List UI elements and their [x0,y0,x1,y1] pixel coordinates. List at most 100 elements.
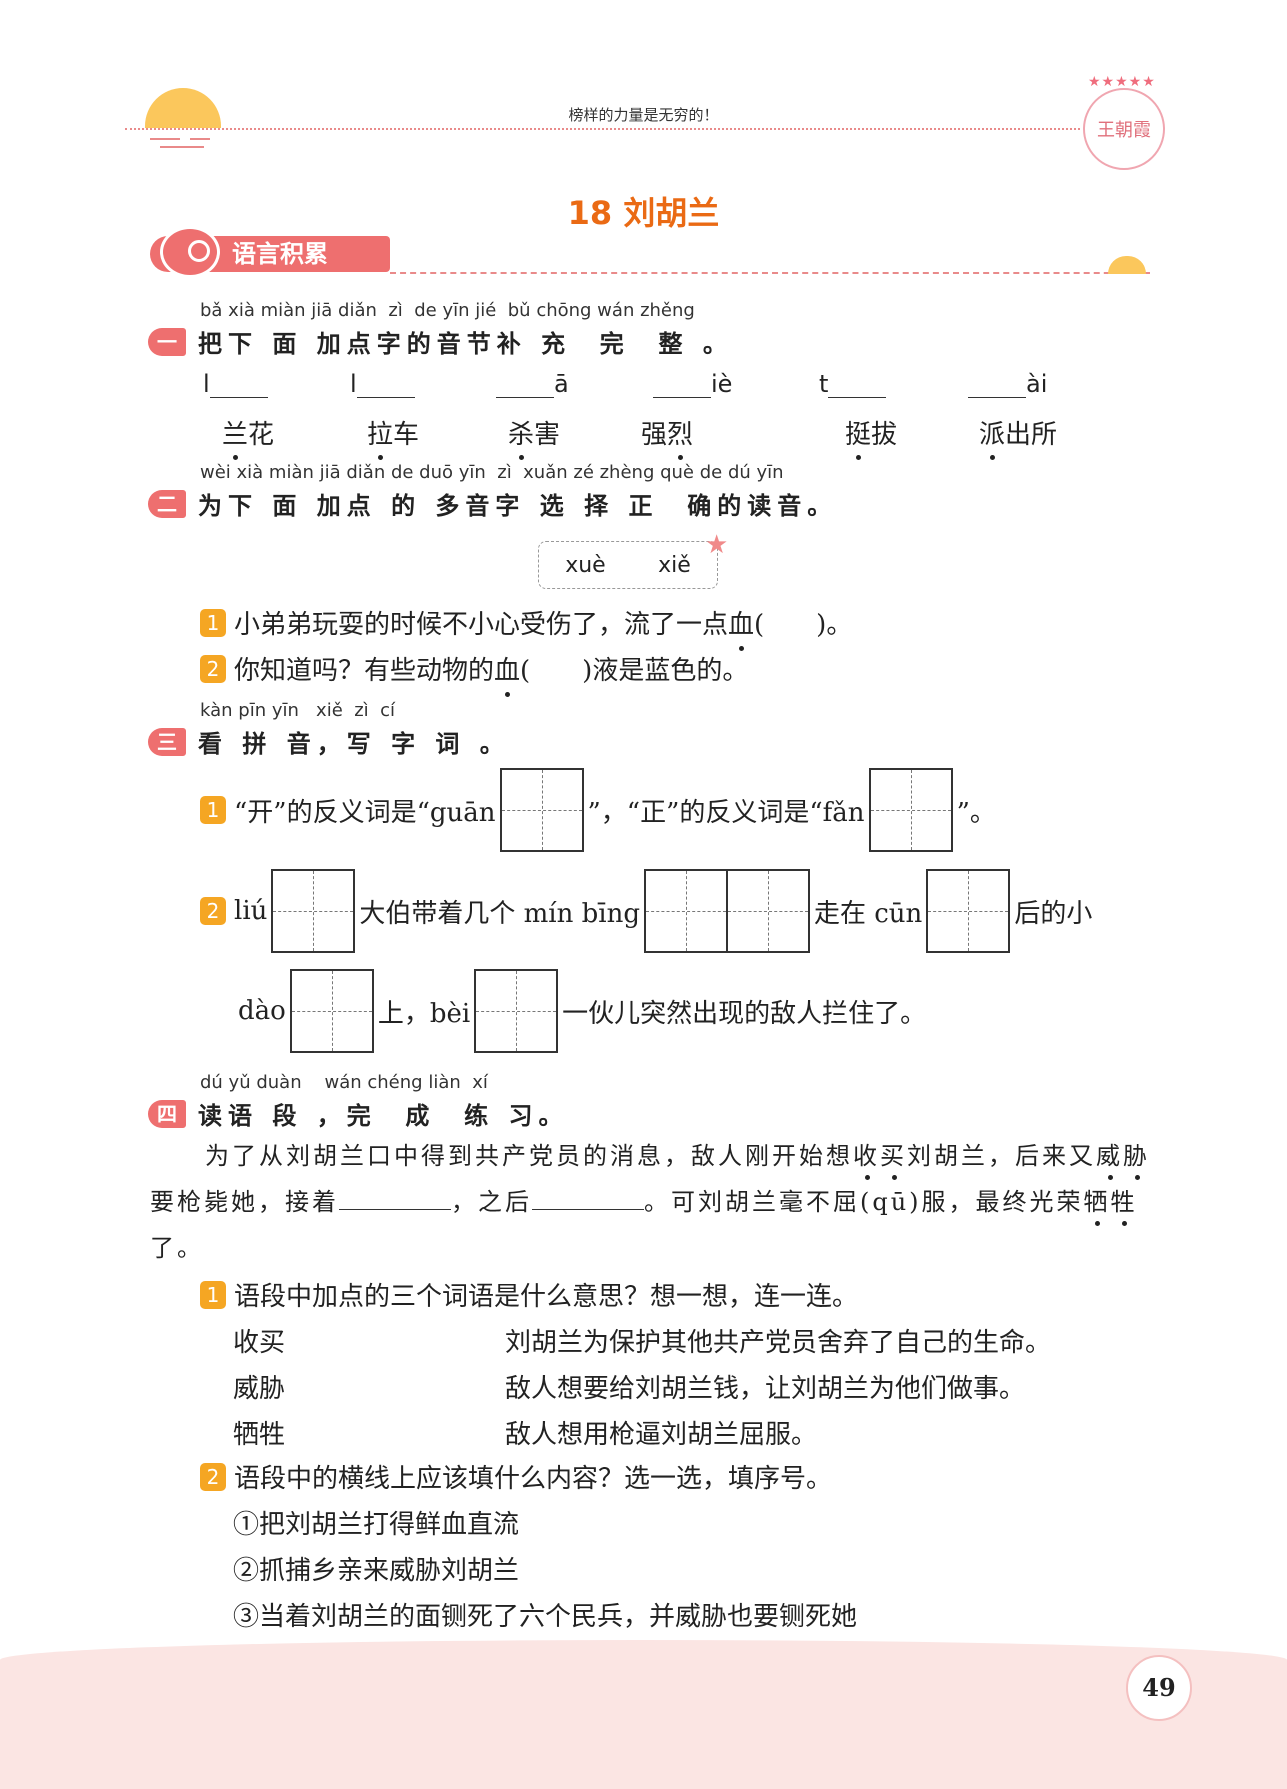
wave-line [150,138,180,140]
q4-pinyin: dú yǔ duàn wán chéng liàn xí [200,1072,488,1093]
blank-line[interactable] [828,374,887,398]
word-item: 拉车 [367,414,419,451]
dotted-char: 烈 [667,420,694,450]
reading-paragraph: 为了从刘胡兰口中得到共产党员的消息，敌人刚开始想收买刘胡兰，后来又威胁要枪毙她，… [150,1133,1160,1271]
word-item: 挺拔 [845,414,897,451]
writing-box[interactable] [643,869,728,953]
pinyin-prefix: l [350,370,357,398]
dotted-char: 血 [494,650,520,697]
dotted-char: 血 [728,604,754,651]
word-item: 兰花 [222,414,274,451]
q2-heading-text: 为下 面 加点 的 多音字 选 择 正 确的读音。 [198,492,838,520]
stars-icon: ★★★★★ [1088,74,1156,90]
q2-pinyin: wèi xià miàn jiā diǎn de duō yīn zì xuǎn… [200,462,784,483]
number-badge: 2 [200,897,226,925]
writing-box[interactable] [271,869,356,953]
dotted-char: 胁 [1123,1142,1150,1170]
writing-box[interactable] [725,869,810,953]
q3-pinyin: kàn pīn yīn xiě zì cí [200,700,396,721]
pinyin-blank[interactable]: ā [496,370,569,398]
sub-question-text: 语段中的横线上应该填什么内容？选一选，填序号。 [234,1464,833,1494]
answer-blank[interactable]: ( )。 [754,610,853,640]
q3-heading: 三看 拼 音，写 字 词 。 [148,724,510,759]
match-right-definition[interactable]: 刘胡兰为保护其他共产党员舍弃了自己的生命。 [505,1328,1052,1358]
para-text: ，之后 [451,1188,532,1216]
match-left-term[interactable]: 牺牲 [233,1420,286,1450]
blank-line[interactable] [209,374,268,398]
sub-question-text: 语段中加点的三个词语是什么意思？想一想，连一连。 [234,1282,859,1312]
word-part: 害 [534,420,561,450]
dotted-word: 收买 [853,1142,907,1170]
writing-box[interactable] [499,768,584,852]
fill-blank-2[interactable] [532,1186,644,1210]
q1-pinyin: bǎ xià miàn jiā diǎn zì de yīn jié bǔ ch… [200,300,695,321]
answer-blank[interactable]: ( )液是蓝色的。 [520,656,749,686]
match-right-definition[interactable]: 敌人想要给刘胡兰钱，让刘胡兰为他们做事。 [505,1374,1026,1404]
section-divider [390,272,1150,274]
blank-line[interactable] [968,374,1026,398]
q3-badge: 三 [148,727,186,756]
fill-blank-1[interactable] [339,1186,451,1210]
blank-line[interactable] [356,374,415,398]
dotted-char: 威 [1096,1142,1123,1170]
para-text: 要枪毙她，接着 [150,1188,339,1216]
q2-heading: 二为下 面 加点 的 多音字 选 择 正 确的读音。 [148,486,837,521]
writing-box[interactable] [289,969,374,1053]
match-left-term[interactable]: 收买 [233,1328,286,1358]
number-badge: 1 [200,1280,226,1309]
prompt-text: 上，bèi [377,998,471,1029]
q1-heading-text: 把下 面 加点字的音节补 充 完 整 。 [198,330,733,358]
writing-box[interactable] [926,869,1011,953]
dotted-char: 兰 [222,420,249,450]
para-text: 。可刘胡兰毫不屈(qū)服，最终光荣 [644,1188,1084,1216]
para-text: 为了从刘胡兰口中得到共产党员的消息，敌人刚开始想 [205,1142,853,1170]
wave-line [190,138,210,140]
match-left-term[interactable]: 威胁 [233,1374,286,1404]
pinyin-suffix: ài [1026,370,1048,398]
dotted-char: 挺 [845,420,872,450]
blank-line[interactable] [653,374,711,398]
pinyin-blank[interactable]: l [203,370,268,398]
brand-stamp-logo: 王朝霞 [1083,88,1165,170]
blank-line[interactable] [496,374,554,398]
match-right-definition[interactable]: 敌人想用枪逼刘胡兰屈服。 [505,1420,818,1450]
footer-decoration [0,1640,1287,1789]
q4-heading: 四读语 段 ，完 成 练 习。 [148,1096,569,1131]
pinyin-blank[interactable]: t [819,370,887,398]
dotted-char: 买 [880,1142,907,1170]
sentence-text: 小弟弟玩耍的时候不小心受伤了，流了一点 [234,610,729,640]
pinyin-blank[interactable]: iè [653,370,732,398]
number-badge: 2 [200,654,226,683]
dotted-word: 牺牲 [1084,1188,1138,1216]
dotted-char: 牺 [1083,1188,1111,1216]
writing-box[interactable] [868,768,953,852]
q1-badge: 一 [148,327,186,356]
q4-badge: 四 [148,1099,186,1128]
answer-option: ①把刘胡兰打得鲜血直流 [233,1510,520,1540]
q4-sub-1: 1 语段中加点的三个词语是什么意思？想一想，连一连。 [200,1276,858,1313]
wave-line [160,146,204,148]
word-part: 车 [393,420,420,450]
choice-xie: xiě [658,552,691,578]
word-part: 出所 [1005,420,1058,450]
prompt-text: 走在 cūn [813,898,923,929]
prompt-text: 后的小 [1014,898,1093,929]
answer-option: ③当着刘胡兰的面铡死了六个民兵，并威胁也要铡死她 [233,1602,858,1632]
prompt-text: 一伙儿突然出现的敌人拦住了。 [562,998,927,1029]
q4-heading-text: 读语 段 ，完 成 练 习。 [198,1102,569,1130]
para-text: 刘胡兰，后来又 [907,1142,1096,1170]
pinyin-blank[interactable]: ài [968,370,1047,398]
dotted-char: 收 [853,1142,880,1170]
number-badge: 1 [200,796,226,824]
pinyin-blank[interactable]: l [350,370,415,398]
header-divider [125,128,1080,130]
para-text: 了。 [150,1234,204,1262]
word-part: 拔 [871,420,898,450]
dotted-word: 威胁 [1096,1142,1150,1170]
writing-box[interactable] [474,969,559,1053]
prompt-text: dào [238,996,286,1026]
q1-heading: 一把下 面 加点字的音节补 充 完 整 。 [148,324,733,359]
